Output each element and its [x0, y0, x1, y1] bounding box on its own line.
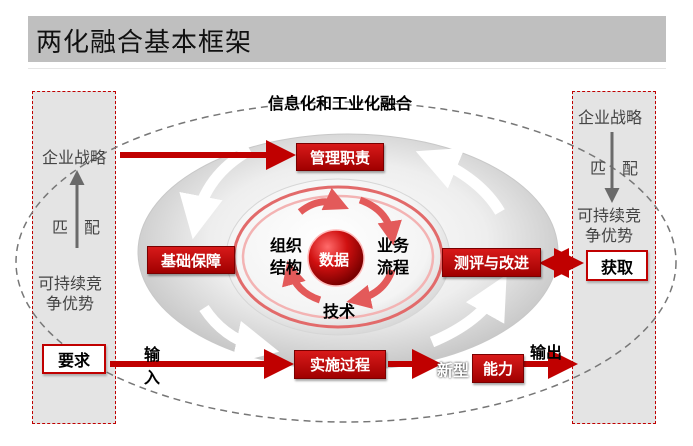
cycle-arrow-bottom-right	[429, 274, 507, 348]
input-label-2: 入	[144, 368, 161, 387]
organization-label-1: 组织	[270, 236, 303, 255]
title-divider	[28, 68, 666, 69]
core-arrow-4	[282, 260, 322, 304]
business-label-2: 流程	[377, 258, 410, 277]
evaluation-box: 测评与改进	[442, 248, 541, 277]
management-box: 管理职责	[296, 143, 384, 171]
core-arrow-2	[358, 196, 402, 246]
right-strategy-label: 企业战略	[578, 108, 643, 127]
cycle-arrow-bottom-left	[199, 304, 280, 364]
left-match-label: 匹 配	[52, 218, 101, 237]
input-label-1: 输	[144, 345, 161, 364]
fusion-boundary-ellipse	[15, 101, 677, 423]
output-label: 输出	[530, 343, 563, 362]
title-bar: 两化融合基本框架	[28, 16, 666, 62]
organization-label-2: 结构	[270, 258, 303, 277]
implementation-box: 实施过程	[294, 350, 386, 379]
data-core-label: 数据	[319, 251, 350, 269]
technology-label: 技术	[323, 302, 356, 321]
left-strategy-label: 企业战略	[42, 148, 107, 167]
left-advantage-line2: 争优势	[46, 294, 95, 313]
data-core-sphere	[307, 229, 365, 287]
cycle-arrow-top-right	[415, 147, 505, 215]
page-title: 两化融合基本框架	[36, 28, 253, 58]
requirement-box: 要求	[42, 344, 106, 374]
core-arrow-3	[346, 268, 396, 309]
new-type-label: 新型	[437, 361, 470, 380]
acquire-box: 获取	[586, 250, 648, 281]
left-advantage-line1: 可持续竞	[38, 274, 103, 293]
fusion-label: 信息化和工业化融合	[268, 94, 413, 113]
capability-box: 能力	[472, 354, 524, 383]
right-advantage-line2: 争优势	[585, 226, 634, 245]
right-match-label: 匹 配	[590, 159, 639, 178]
business-label-1: 业务	[377, 236, 410, 255]
core-arrow-1	[297, 187, 349, 215]
foundation-box: 基础保障	[147, 246, 235, 274]
right-advantage-line1: 可持续竞	[577, 206, 642, 225]
